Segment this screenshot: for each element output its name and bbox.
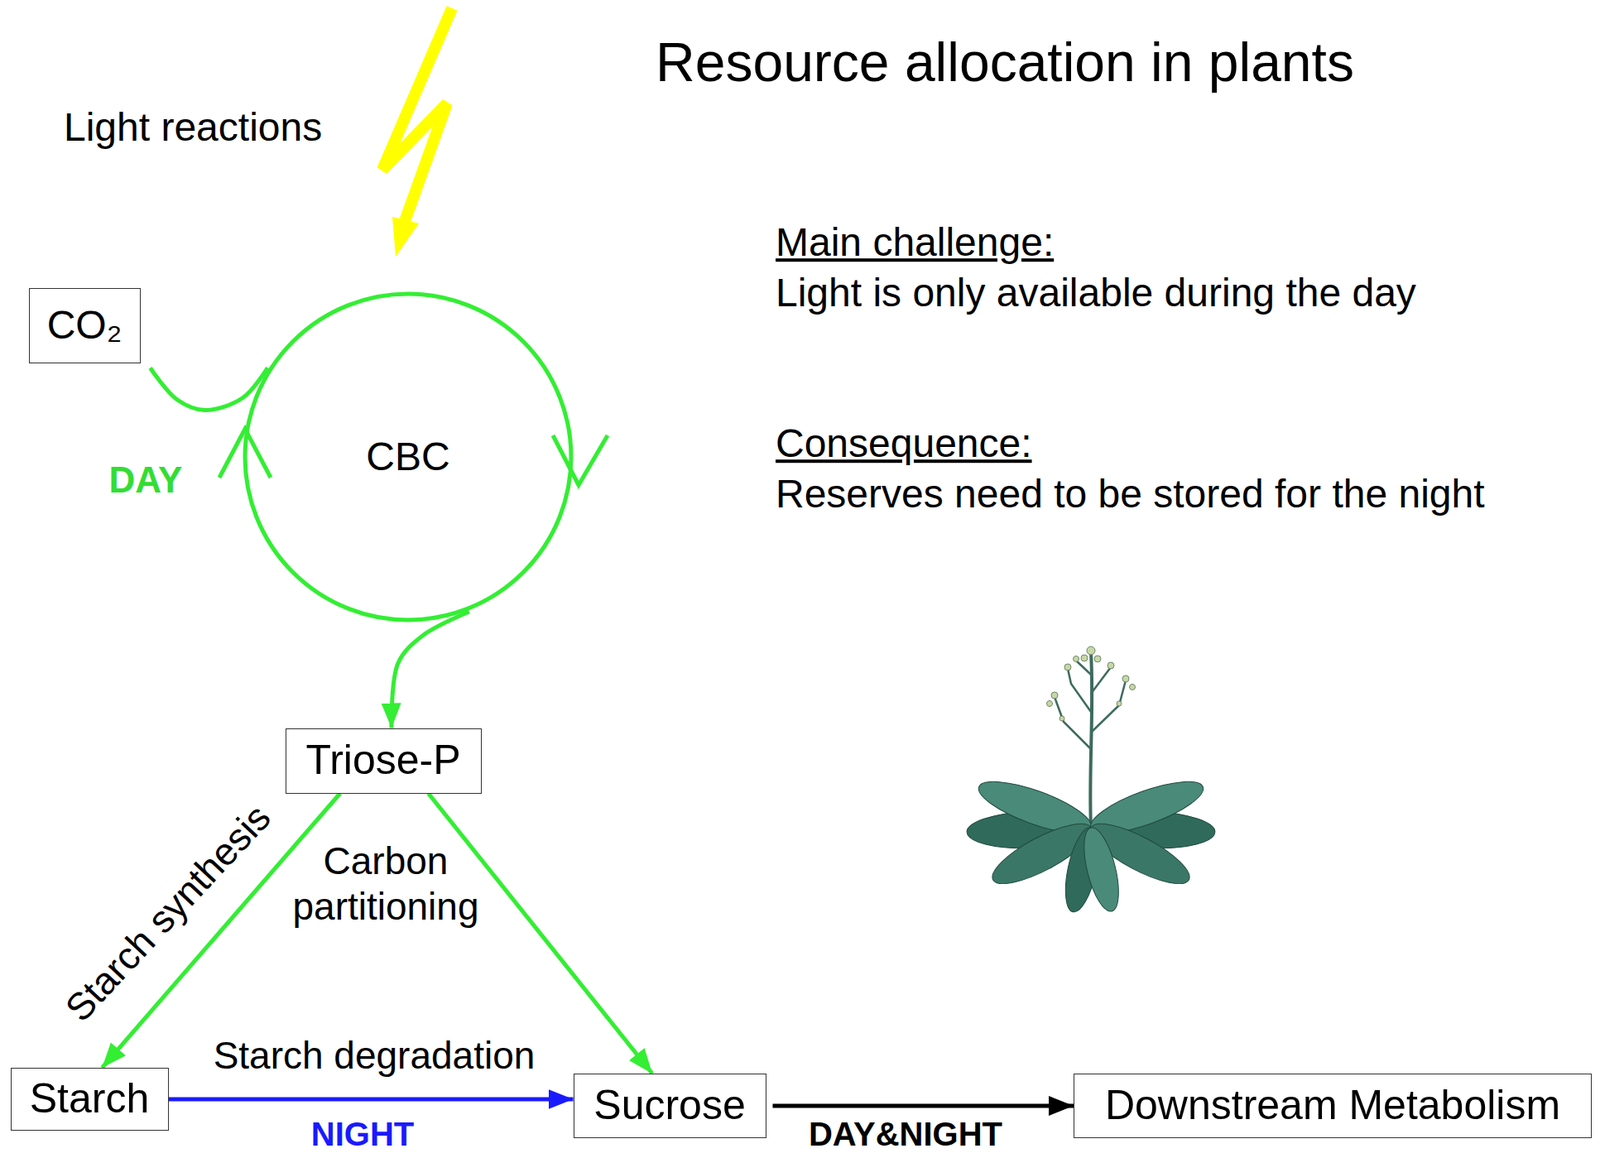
node-label: Triose-P	[305, 736, 461, 785]
lightning-bolt	[382, 8, 452, 257]
flow-arrow	[773, 1104, 1075, 1109]
edge-label: Starch synthesis	[53, 792, 283, 1034]
phase-label: DAY	[109, 458, 183, 503]
cycle-circle: CBC	[241, 290, 575, 624]
note-heading: Consequence:	[775, 419, 1033, 468]
process-box: Downstream Metabolism	[1073, 1073, 1592, 1139]
metabolite-box: Sucrose	[573, 1073, 767, 1139]
flow-arrow	[428, 793, 654, 1075]
metabolite-box: Starch	[10, 1067, 169, 1131]
diagram-title: Resource allocation in plants	[655, 29, 1355, 96]
flow-arrow	[150, 367, 269, 410]
node-label: CO₂	[47, 302, 123, 348]
cycle-direction-chevrons	[219, 428, 608, 486]
node-label: CBC	[365, 433, 450, 480]
note-text: Reserves need to be stored for the night	[775, 470, 1485, 519]
flow-arrow	[391, 611, 470, 729]
phase-label: NIGHT	[311, 1114, 414, 1154]
note-heading: Main challenge:	[775, 218, 1054, 267]
metabolite-box: Triose-P	[285, 728, 482, 794]
arabidopsis-plant	[965, 646, 1216, 915]
flow-arrow	[168, 1097, 574, 1102]
annotation: Light reactions	[63, 103, 322, 152]
phase-label: DAY&NIGHT	[808, 1114, 1003, 1154]
process-label: Carbon partitioning	[261, 838, 510, 930]
node-label: Downstream Metabolism	[1105, 1081, 1561, 1130]
molecule-box: CO₂	[28, 288, 141, 364]
edge-label: Starch degradation	[210, 1033, 539, 1079]
note-text: Light is only available during the day	[775, 269, 1417, 318]
node-label: Sucrose	[593, 1081, 745, 1130]
node-label: Starch	[29, 1075, 150, 1124]
